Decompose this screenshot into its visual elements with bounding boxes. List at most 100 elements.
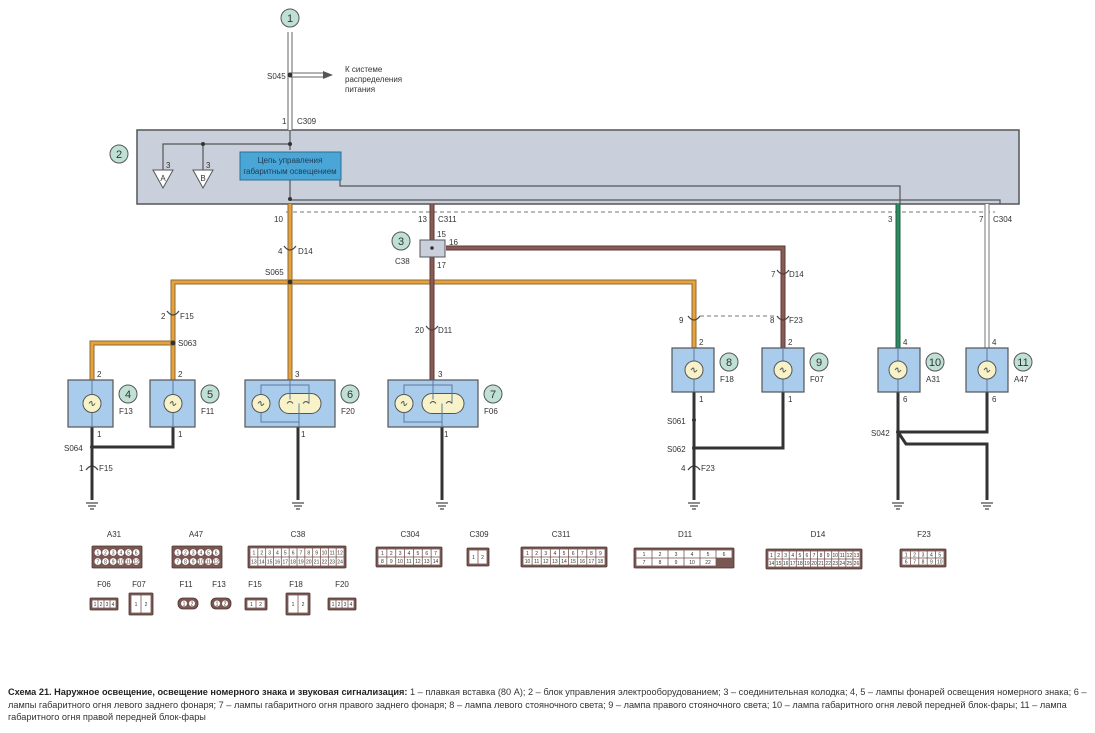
pin-cell bbox=[568, 549, 578, 557]
pin-cell bbox=[902, 558, 910, 565]
pin-d14-4: 4 bbox=[278, 247, 283, 256]
svg-text:9: 9 bbox=[315, 551, 318, 557]
svg-text:4: 4 bbox=[791, 553, 794, 559]
pin-cell bbox=[336, 548, 344, 557]
svg-text:14: 14 bbox=[561, 559, 567, 565]
svg-text:2: 2 bbox=[338, 602, 341, 608]
svg-text:2: 2 bbox=[390, 551, 393, 557]
svg-text:10: 10 bbox=[832, 553, 838, 559]
control-circuit-box: Цепь управления габаритным освещением bbox=[239, 151, 342, 181]
connector-c309-label: C309 bbox=[297, 117, 317, 126]
pin-cell bbox=[281, 557, 289, 566]
pin-13: 13 bbox=[418, 215, 427, 224]
svg-text:15: 15 bbox=[776, 561, 782, 567]
svg-text:6: 6 bbox=[135, 551, 138, 557]
pin-label: 3 bbox=[295, 370, 300, 379]
svg-text:12: 12 bbox=[133, 560, 139, 566]
pin-cell bbox=[297, 557, 305, 566]
pin-c304-3: 3 bbox=[888, 215, 893, 224]
svg-text:1: 1 bbox=[216, 602, 219, 608]
pin-cell bbox=[936, 558, 944, 565]
pin-cell bbox=[716, 550, 732, 558]
ground-ref-b: B 3 bbox=[192, 161, 214, 190]
svg-text:1: 1 bbox=[287, 13, 293, 25]
power-note-line2: распределения bbox=[345, 75, 402, 84]
svg-text:2: 2 bbox=[116, 149, 122, 161]
svg-text:2: 2 bbox=[535, 551, 538, 557]
svg-text:1: 1 bbox=[770, 553, 773, 559]
svg-text:10: 10 bbox=[118, 560, 124, 566]
caption-title: Схема 21. Наружное освещение, освещение … bbox=[8, 687, 408, 697]
pin-cell bbox=[266, 548, 274, 557]
svg-text:9: 9 bbox=[827, 553, 830, 559]
double-bulb-icon bbox=[421, 393, 465, 414]
pin-cell bbox=[102, 549, 109, 556]
pin-cell bbox=[803, 559, 811, 567]
pin-label: 6 bbox=[903, 395, 908, 404]
pin-cell bbox=[205, 549, 212, 556]
pin-cell bbox=[330, 600, 336, 608]
pin-cell bbox=[266, 557, 274, 566]
svg-text:2: 2 bbox=[184, 551, 187, 557]
pin-cell bbox=[832, 559, 839, 567]
svg-text:8: 8 bbox=[104, 560, 107, 566]
svg-text:14: 14 bbox=[259, 560, 265, 566]
svg-text:3: 3 bbox=[399, 551, 402, 557]
svg-text:Цепь управления: Цепь управления bbox=[258, 156, 323, 165]
pin-d14-7: 7 bbox=[771, 270, 776, 279]
svg-text:17: 17 bbox=[282, 560, 288, 566]
pin-cell bbox=[817, 551, 825, 559]
svg-text:3: 3 bbox=[106, 602, 109, 608]
pin-cell bbox=[336, 600, 342, 608]
svg-text:5: 5 bbox=[284, 551, 287, 557]
pin-cell bbox=[853, 551, 860, 559]
svg-text:3: 3 bbox=[166, 161, 171, 170]
pin-cell bbox=[700, 558, 716, 566]
orange-wires bbox=[89, 204, 697, 385]
svg-text:3: 3 bbox=[675, 552, 678, 558]
pin-cell bbox=[652, 550, 668, 558]
pin-cell bbox=[846, 559, 853, 567]
svg-text:9: 9 bbox=[192, 560, 195, 566]
ground-symbols bbox=[86, 502, 993, 510]
pin-cell bbox=[927, 551, 936, 558]
svg-text:10: 10 bbox=[397, 559, 403, 565]
svg-text:2: 2 bbox=[145, 602, 148, 608]
svg-text:1: 1 bbox=[253, 551, 256, 557]
svg-text:10: 10 bbox=[322, 551, 328, 557]
pin-cell bbox=[422, 557, 431, 565]
svg-text:9: 9 bbox=[390, 559, 393, 565]
svg-text:2: 2 bbox=[481, 555, 484, 561]
svg-text:20: 20 bbox=[811, 561, 817, 567]
svg-text:7: 7 bbox=[434, 551, 437, 557]
pin-cell bbox=[684, 558, 700, 566]
pin-cell bbox=[104, 600, 110, 608]
svg-text:6: 6 bbox=[572, 551, 575, 557]
pin-cell bbox=[817, 559, 825, 567]
pin-cell bbox=[125, 558, 132, 565]
svg-text:4: 4 bbox=[125, 389, 131, 401]
pin-cell bbox=[578, 549, 587, 557]
pin-cell bbox=[668, 550, 684, 558]
pin-cell bbox=[212, 558, 220, 565]
pin-c309-1: 1 bbox=[282, 117, 287, 126]
svg-text:7: 7 bbox=[643, 560, 646, 566]
pin-cell bbox=[789, 551, 796, 559]
wire-fuse-feed bbox=[287, 32, 333, 130]
svg-text:18: 18 bbox=[598, 559, 604, 565]
pin-cell bbox=[789, 559, 796, 567]
pin-cell bbox=[404, 557, 414, 565]
svg-text:11: 11 bbox=[534, 559, 539, 565]
svg-text:5: 5 bbox=[416, 551, 419, 557]
splice-s042: S042 bbox=[871, 429, 890, 438]
lamp-connector-label: F18 bbox=[720, 375, 734, 384]
pin-cell bbox=[328, 548, 336, 557]
